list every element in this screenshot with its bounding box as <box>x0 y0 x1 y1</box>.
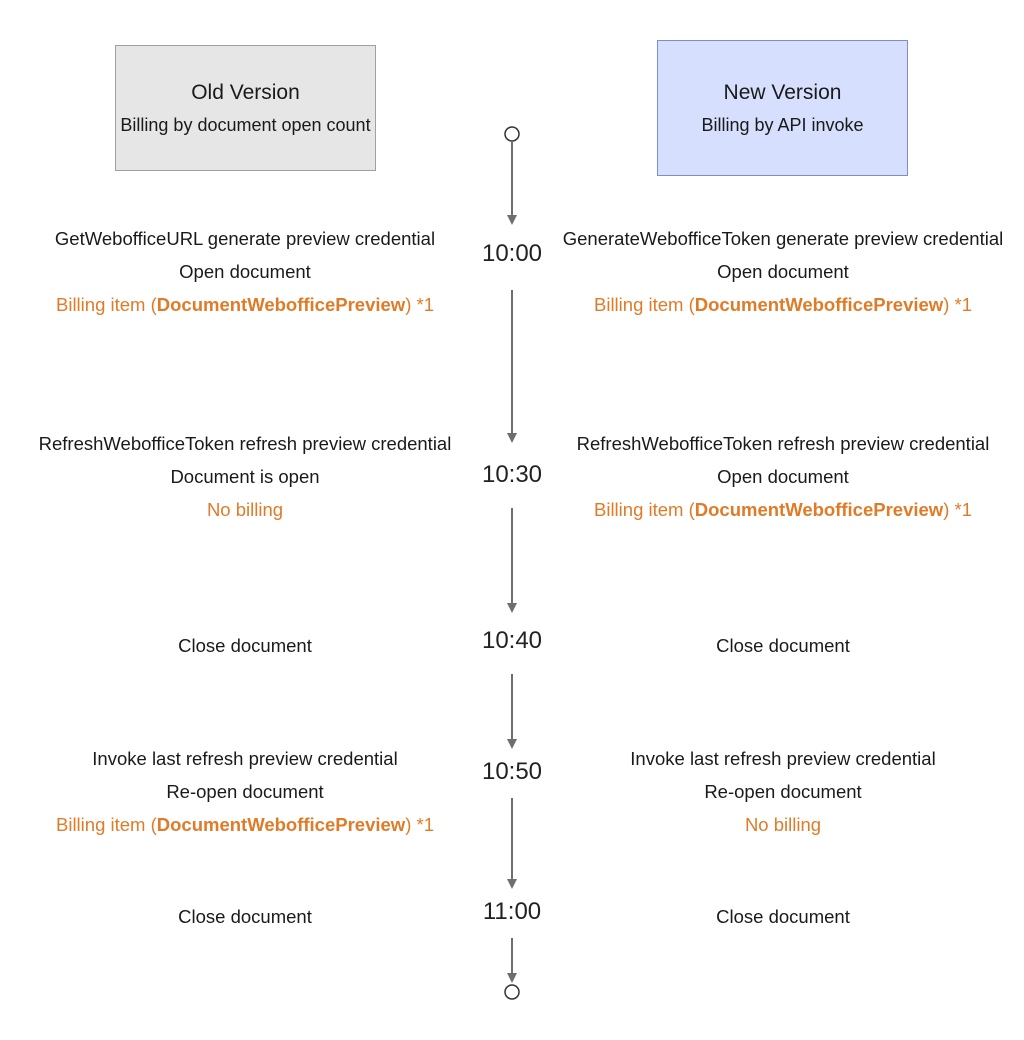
time-label-1050: 10:50 <box>481 758 543 785</box>
old-event-1030-state: Document is open <box>170 466 320 487</box>
new-event-1100-action: Close document <box>716 906 850 927</box>
time-label-1040: 10:40 <box>481 627 543 654</box>
old-event-1050-action: Invoke last refresh preview credential <box>92 748 398 769</box>
old-event-1000-action: GetWebofficeURL generate preview credent… <box>54 228 436 249</box>
old-version-title: Old Version <box>191 80 300 104</box>
old-version-subtitle: Billing by document open count <box>120 114 371 135</box>
new-event-1050-billing: No billing <box>744 814 822 835</box>
new-event-1100: Close document <box>558 900 1008 933</box>
new-event-1040-action: Close document <box>716 635 850 656</box>
time-label-1100: 11:00 <box>482 898 542 925</box>
new-event-1050: Invoke last refresh preview credential R… <box>558 742 1008 841</box>
new-event-1050-state: Re-open document <box>704 781 862 802</box>
timeline-start-node <box>504 126 520 142</box>
new-event-1040: Close document <box>558 629 1008 662</box>
new-version-title: New Version <box>723 80 842 104</box>
old-event-1050: Invoke last refresh preview credential R… <box>20 742 470 841</box>
new-event-1030-action: RefreshWebofficeToken refresh preview cr… <box>576 433 990 454</box>
old-event-1030-billing: No billing <box>206 499 284 520</box>
new-event-1030-state: Open document <box>717 466 849 487</box>
new-event-1050-action: Invoke last refresh preview credential <box>630 748 936 769</box>
new-event-1000-billing: Billing item (DocumentWebofficePreview) … <box>594 294 972 315</box>
new-version-header: New Version Billing by API invoke <box>657 40 908 176</box>
new-event-1000-action: GenerateWebofficeToken generate preview … <box>562 228 1004 249</box>
new-event-1000: GenerateWebofficeToken generate preview … <box>558 222 1008 321</box>
old-event-1040: Close document <box>20 629 470 662</box>
old-event-1040-action: Close document <box>178 635 312 656</box>
old-event-1000-billing: Billing item (DocumentWebofficePreview) … <box>56 294 434 315</box>
new-event-1000-state: Open document <box>717 261 849 282</box>
old-event-1050-billing: Billing item (DocumentWebofficePreview) … <box>56 814 434 835</box>
time-label-1030: 10:30 <box>481 461 543 488</box>
timeline-end-node <box>504 984 520 1000</box>
old-event-1030-action: RefreshWebofficeToken refresh preview cr… <box>38 433 452 454</box>
time-label-1000: 10:00 <box>481 240 543 267</box>
new-event-1030-billing: Billing item (DocumentWebofficePreview) … <box>594 499 972 520</box>
old-event-1000-state: Open document <box>179 261 311 282</box>
new-event-1030: RefreshWebofficeToken refresh preview cr… <box>558 427 1008 526</box>
old-version-header: Old Version Billing by document open cou… <box>115 45 376 171</box>
old-event-1100: Close document <box>20 900 470 933</box>
old-event-1030: RefreshWebofficeToken refresh preview cr… <box>20 427 470 526</box>
old-event-1050-state: Re-open document <box>166 781 324 802</box>
old-event-1100-action: Close document <box>178 906 312 927</box>
new-version-subtitle: Billing by API invoke <box>701 114 864 135</box>
old-event-1000: GetWebofficeURL generate preview credent… <box>20 222 470 321</box>
